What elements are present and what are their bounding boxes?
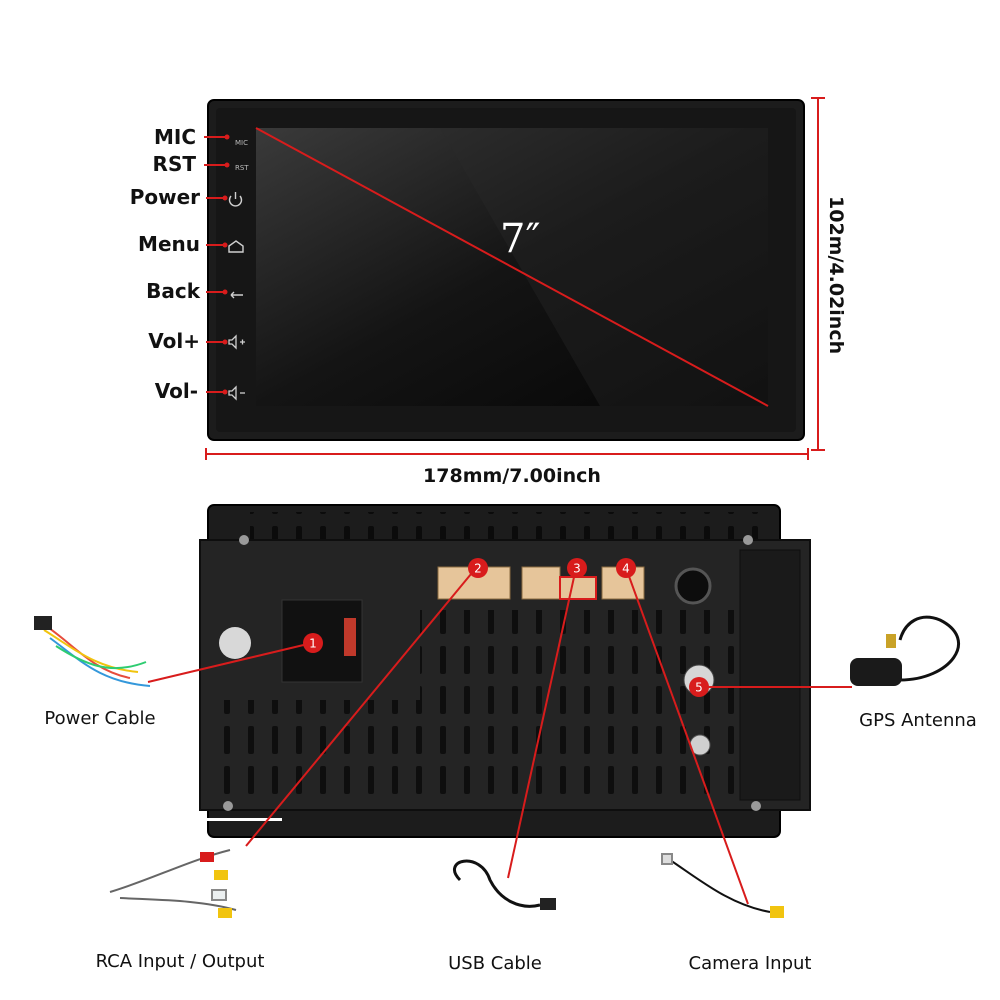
- power-cable-caption: Power Cable: [44, 708, 155, 729]
- svg-text:2: 2: [474, 562, 482, 576]
- camera-caption: Camera Input: [689, 953, 812, 974]
- volume-up-icon: [228, 334, 245, 350]
- mic-label: MIC: [154, 125, 196, 149]
- usb-caption: USB Cable: [448, 953, 542, 974]
- port-marker-4: 4: [616, 558, 636, 578]
- rca-caption: RCA Input / Output: [96, 951, 265, 972]
- gps-antenna-image: [850, 615, 960, 686]
- port-marker-2: 2: [468, 558, 488, 578]
- screen-size-label: 7″: [500, 216, 540, 262]
- port-marker-3: 3: [567, 558, 587, 578]
- power-icon: [228, 192, 243, 207]
- rst-label: RST: [153, 152, 197, 176]
- svg-text:3: 3: [573, 562, 581, 576]
- port-leader-lines: [147, 567, 852, 905]
- svg-text:4: 4: [622, 562, 630, 576]
- gps-caption: GPS Antenna: [859, 710, 977, 731]
- back-arrow-icon: [230, 291, 243, 299]
- usb-cable-image: [453, 859, 556, 910]
- height-label: 102m/4.02inch: [825, 196, 847, 354]
- power-cable-image: [34, 616, 151, 687]
- volume-down-icon: [228, 385, 245, 401]
- camera-cable-image: [661, 853, 784, 918]
- panel-rst-label: RST: [235, 164, 249, 172]
- vol-down-label: Vol-: [155, 379, 198, 403]
- width-dimension: 178mm/7.00inch: [205, 448, 809, 487]
- port-marker-5: 5: [689, 677, 709, 697]
- port-marker-1: 1: [303, 633, 323, 653]
- power-label: Power: [130, 185, 200, 209]
- front-unit: 7″ MIC RST MIC RST Power: [130, 97, 847, 487]
- rca-cable-image: [109, 849, 237, 918]
- diagonal-line: [255, 127, 769, 407]
- height-dimension: 102m/4.02inch: [811, 97, 847, 451]
- screen-glare: [440, 128, 768, 406]
- button-callouts: MIC RST Power Menu Back Vol+ Vol-: [130, 125, 230, 403]
- back-unit: [199, 504, 811, 838]
- svg-text:1: 1: [309, 637, 317, 651]
- svg-text:5: 5: [695, 681, 703, 695]
- panel-mic-label: MIC: [235, 139, 248, 147]
- width-label: 178mm/7.00inch: [423, 465, 601, 487]
- menu-label: Menu: [138, 232, 200, 256]
- back-label: Back: [146, 279, 201, 303]
- vol-up-label: Vol+: [148, 329, 200, 353]
- home-icon: [228, 240, 244, 253]
